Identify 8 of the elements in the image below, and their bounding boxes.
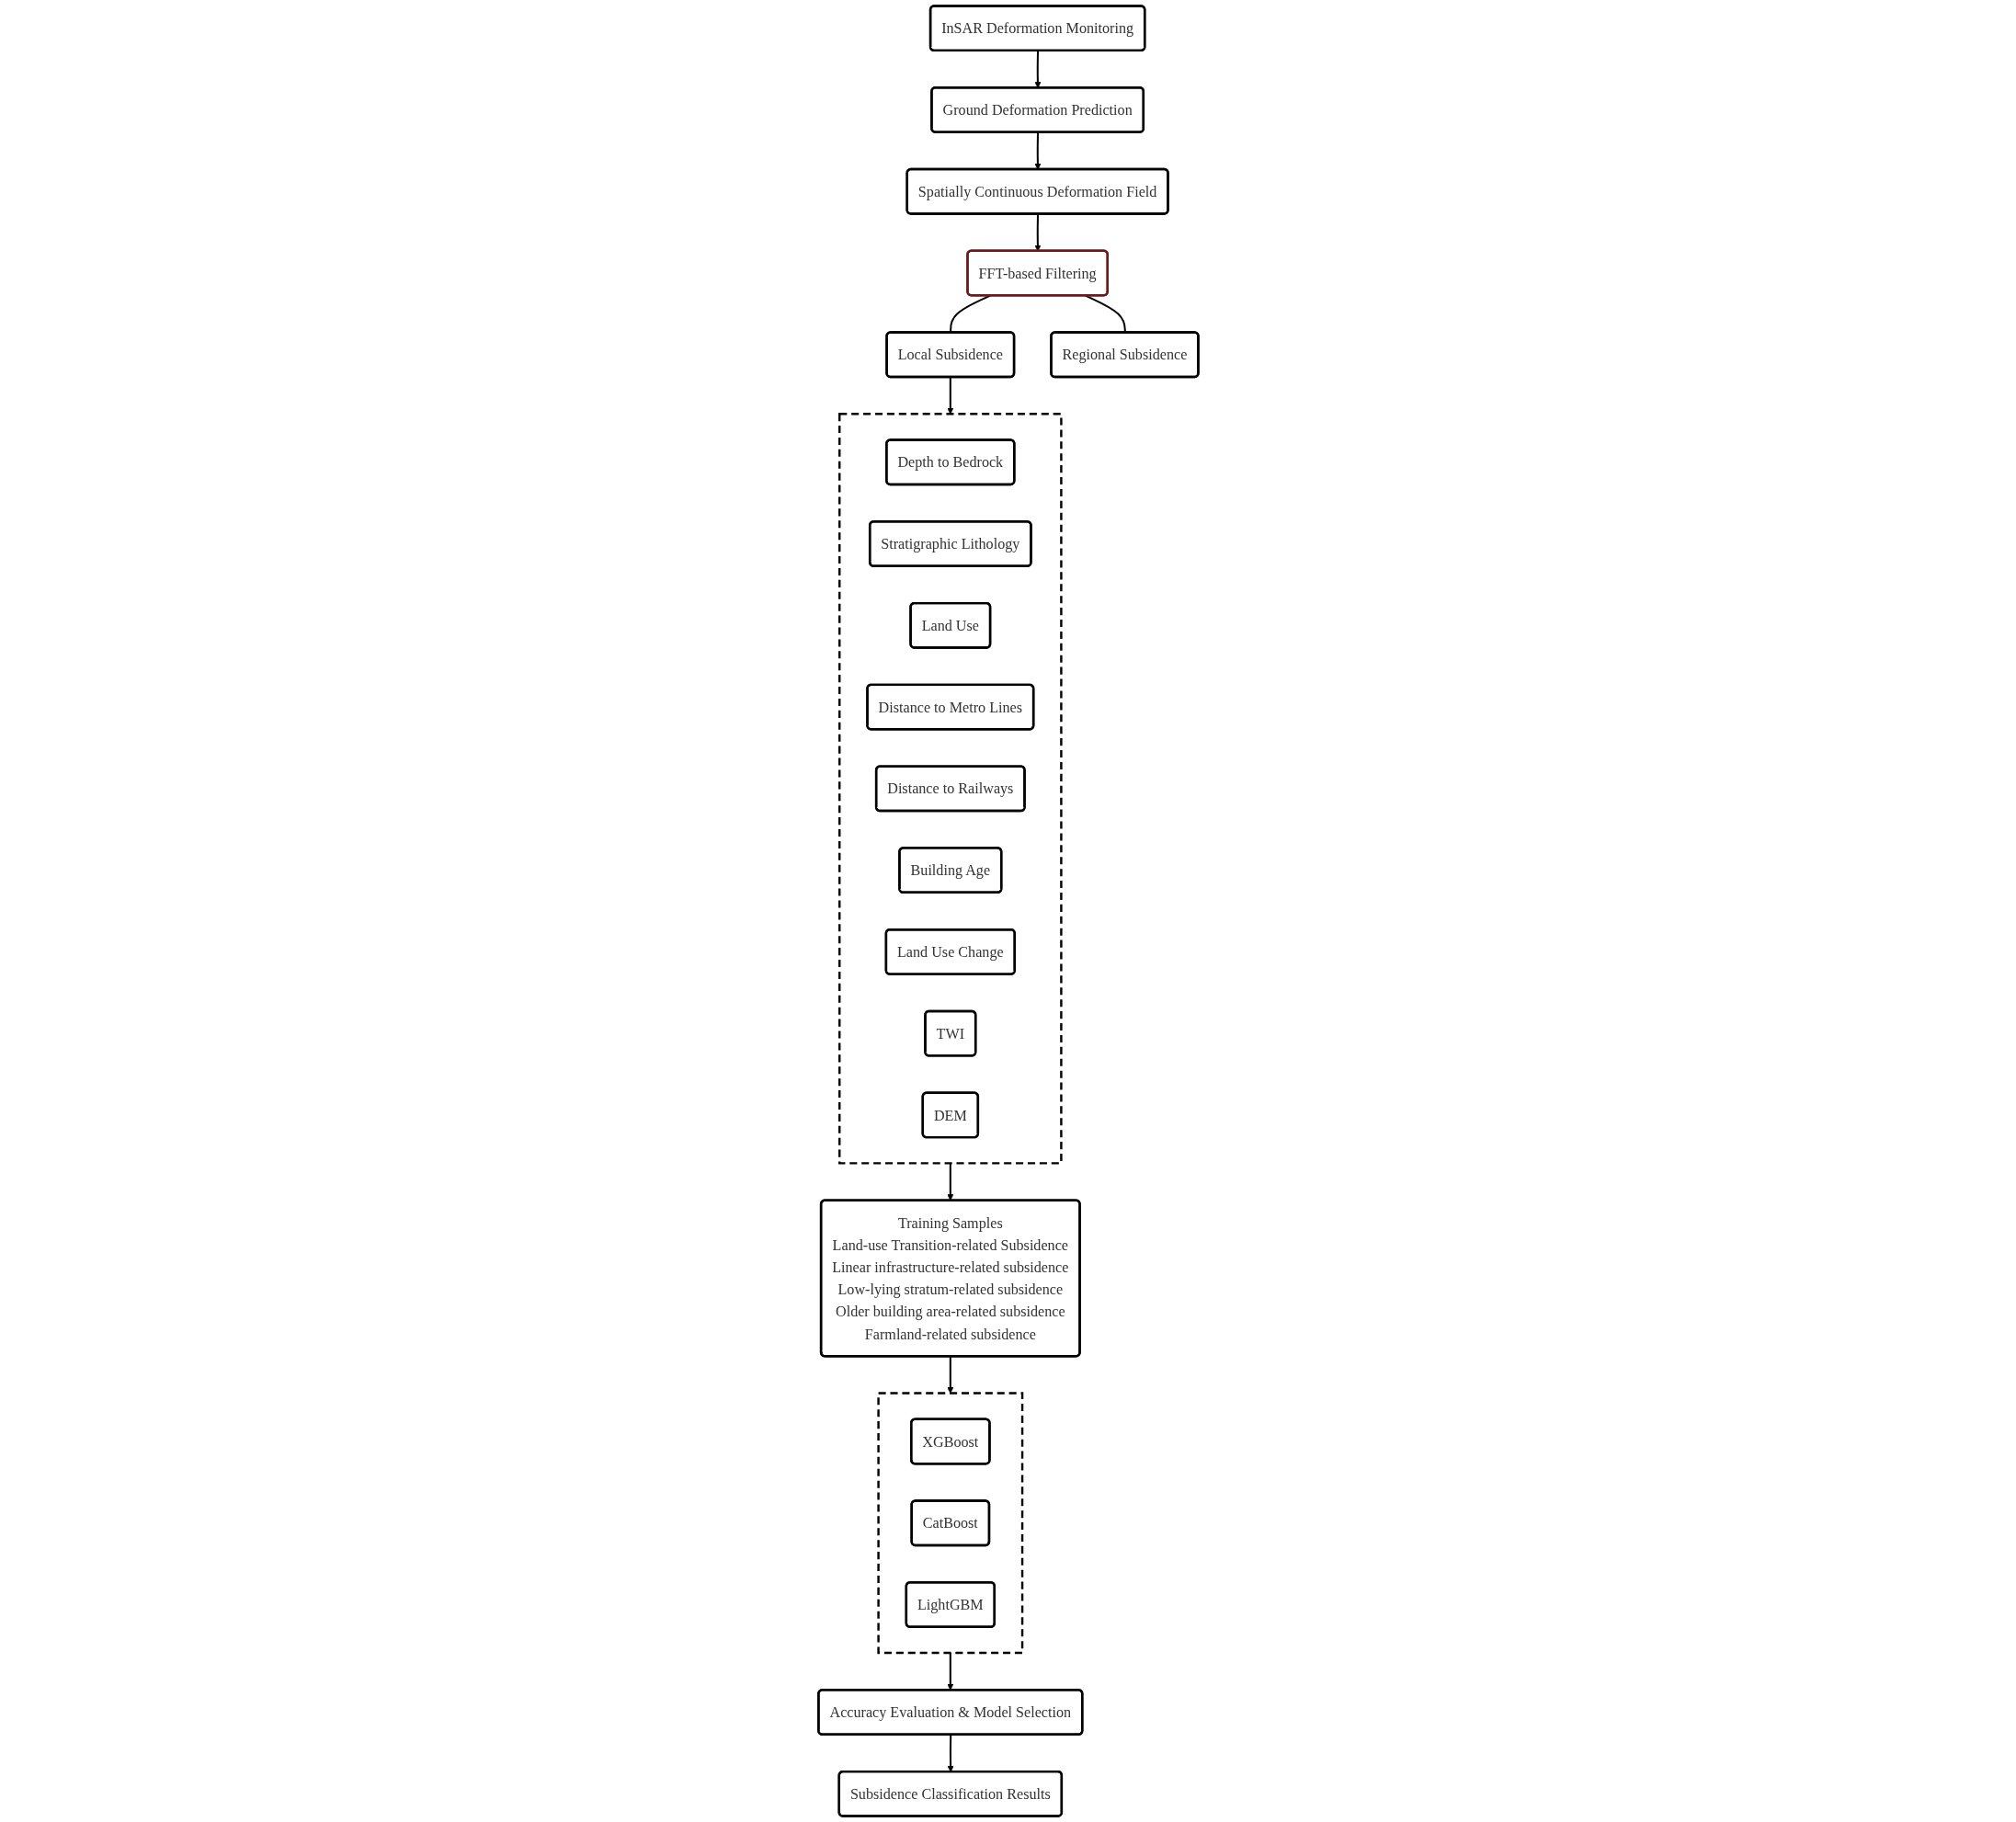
cluster bbox=[837, 413, 1063, 1165]
arrow bbox=[946, 376, 953, 415]
arrow bbox=[1033, 51, 1042, 88]
arrow bbox=[1033, 132, 1042, 170]
cluster bbox=[876, 1392, 1023, 1655]
arrow bbox=[946, 1356, 953, 1394]
arrow bbox=[946, 1653, 953, 1691]
arrow bbox=[947, 1735, 954, 1772]
